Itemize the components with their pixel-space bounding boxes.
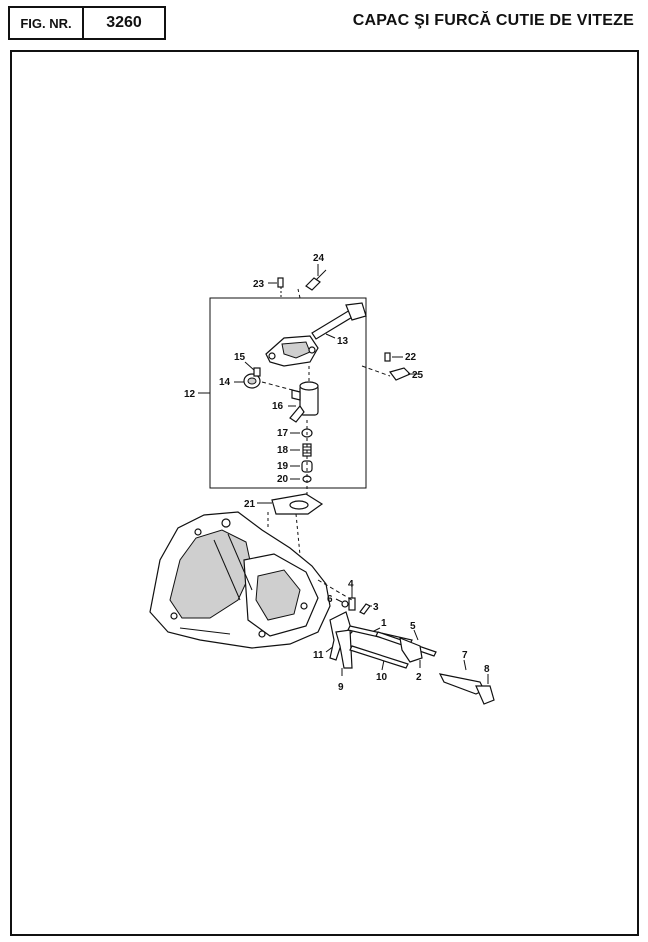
part-20-washer [290, 475, 312, 483]
callout-15: 15 [234, 352, 246, 363]
subassembly-box [209, 297, 367, 489]
callout-13: 13 [337, 336, 349, 347]
callout-22: 22 [405, 352, 417, 363]
part-23-bolt [268, 277, 284, 298]
gearbox-housing [149, 511, 331, 649]
part-13-shift-shaft [311, 302, 367, 340]
part-16-selector [288, 366, 319, 423]
part-4-pin [348, 587, 356, 611]
part-14-lever [234, 373, 301, 393]
part-10-rail [349, 645, 409, 671]
part-21-gasket [257, 493, 324, 556]
callout-7: 7 [462, 650, 468, 661]
callout-4: 4 [348, 579, 354, 590]
callout-11: 11 [313, 650, 324, 661]
callout-19: 19 [277, 461, 289, 472]
page-title: CAPAC ŞI FURCĂ CUTIE DE VITEZE [352, 12, 634, 29]
callout-8: 8 [484, 664, 490, 675]
callout-2: 2 [416, 672, 422, 683]
cover-housing [265, 335, 319, 367]
part-19-bushing [290, 460, 313, 473]
part-6-ball [335, 598, 349, 608]
part-17-ring [290, 428, 313, 438]
callout-10: 10 [376, 672, 388, 683]
part-2-fork [399, 637, 423, 668]
callout-6: 6 [327, 594, 333, 605]
callout-16: 16 [272, 401, 284, 412]
callout-1: 1 [381, 618, 387, 629]
callout-9: 9 [338, 682, 344, 693]
part-24-bolt [297, 264, 327, 299]
callout-25: 25 [412, 370, 424, 381]
part-8-bracket [475, 674, 495, 705]
callout-20: 20 [277, 474, 289, 485]
callout-18: 18 [277, 445, 289, 456]
part-25-plate [361, 365, 418, 381]
callout-12: 12 [184, 389, 196, 400]
fig-number: 3260 [82, 6, 166, 40]
fig-number-text: 3260 [106, 14, 142, 31]
diagram-frame [10, 50, 639, 936]
part-15-pin [244, 361, 261, 377]
callout-24: 24 [313, 253, 325, 264]
callout-21: 21 [244, 499, 256, 510]
callout-14: 14 [219, 377, 231, 388]
callout-3: 3 [373, 602, 379, 613]
fig-label-text: FIG. NR. [20, 15, 72, 31]
part-3-pin [359, 603, 372, 615]
callout-23: 23 [253, 279, 265, 290]
callout-17: 17 [277, 428, 289, 439]
callout-5: 5 [410, 621, 416, 632]
part-18-spring [290, 443, 312, 457]
part-22-screw [384, 352, 403, 362]
